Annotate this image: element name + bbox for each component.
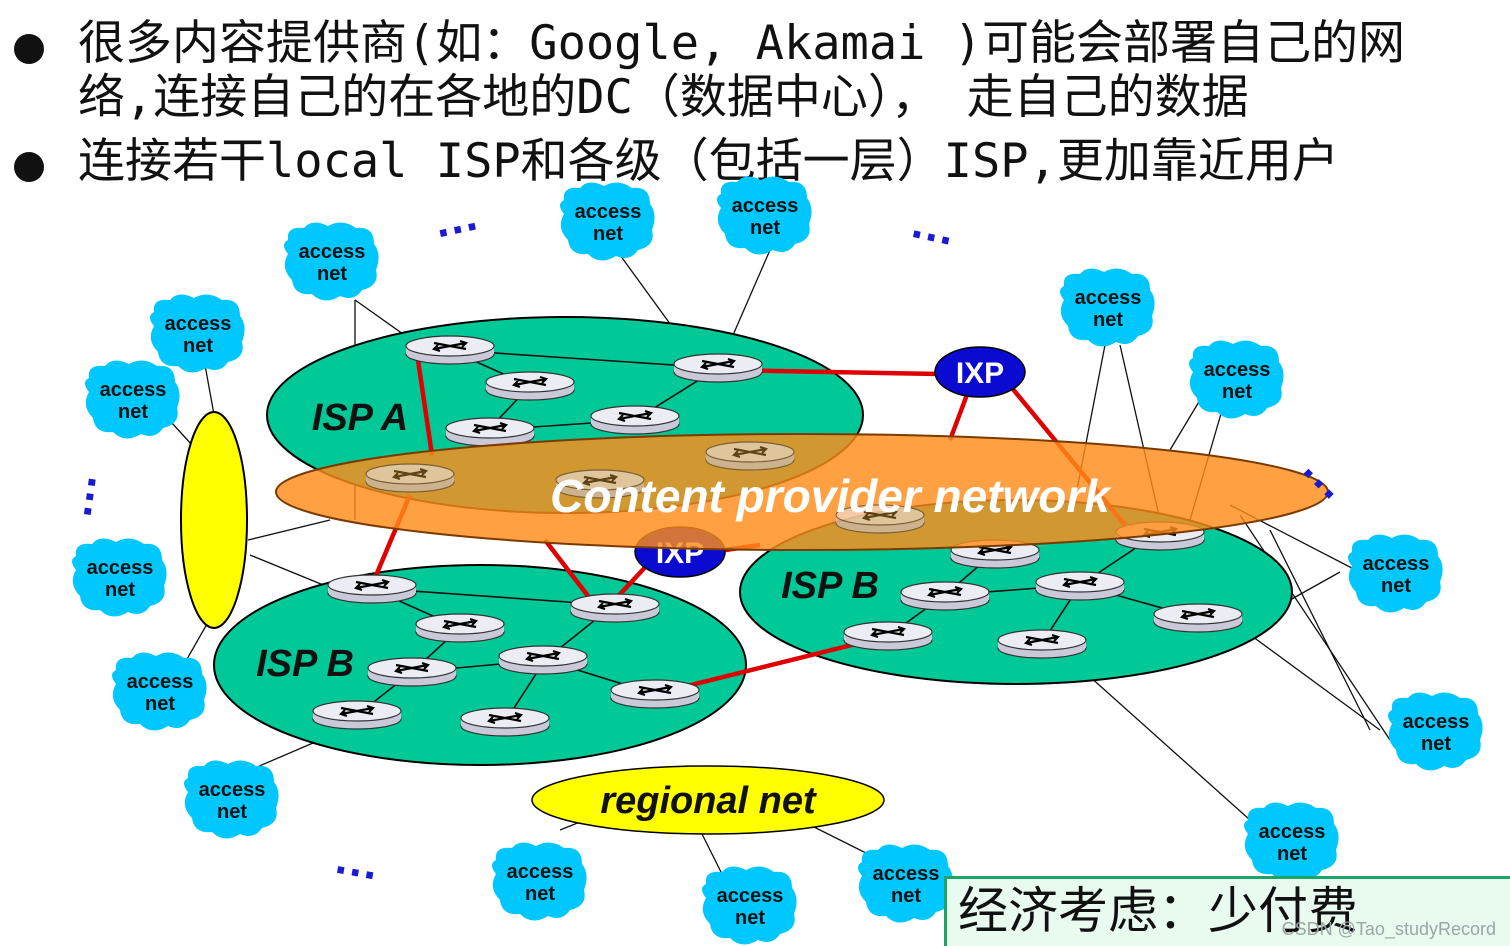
content-provider-label: Content provider network bbox=[550, 470, 1112, 522]
regional-net-left bbox=[180, 411, 248, 629]
access-net-label: net bbox=[525, 883, 555, 905]
router-icon bbox=[569, 592, 661, 624]
router-icon bbox=[996, 628, 1088, 660]
bullet-2-line-1: 连接若干local ISP和各级（包括一层）ISP,更加靠近用户 bbox=[78, 134, 1339, 189]
note-box bbox=[944, 876, 1510, 946]
ellipsis-bottom: … bbox=[330, 831, 384, 890]
access-net-label: access bbox=[717, 885, 784, 907]
access-net-label: net bbox=[593, 223, 623, 245]
ellipsis-top-right: … bbox=[906, 195, 962, 255]
router-icon bbox=[842, 620, 934, 652]
access-net-label: net bbox=[217, 801, 247, 823]
router-icon bbox=[311, 699, 403, 731]
bullet-1-line-1: 很多内容提供商(如：Google, Akamai )可能会部署自己的网 bbox=[78, 16, 1406, 71]
watermark: CSDN @Tao_studyRecord bbox=[1281, 919, 1496, 939]
router-icon bbox=[414, 612, 506, 644]
access-net-label: net bbox=[145, 693, 175, 715]
access-net-label: access bbox=[127, 671, 194, 693]
access-nets: accessnetaccessnetaccessnetaccessnetacce… bbox=[72, 176, 1483, 945]
access-net-label: net bbox=[750, 217, 780, 239]
ellipsis-top-left: … bbox=[427, 187, 483, 247]
router-icon bbox=[459, 706, 551, 738]
router-icon bbox=[497, 644, 589, 676]
access-net-label: access bbox=[1363, 553, 1430, 575]
isp-a-label: ISP A bbox=[312, 397, 408, 439]
note-text: 经济考虑：少付费 bbox=[958, 882, 1358, 940]
access-net-label: access bbox=[873, 863, 940, 885]
access-net-label: net bbox=[1093, 309, 1123, 331]
regional-net-label: regional net bbox=[600, 780, 817, 822]
router-icon bbox=[444, 416, 536, 448]
access-net-label: access bbox=[87, 557, 154, 579]
isp-b-right-label: ISP B bbox=[781, 565, 879, 607]
router-icon bbox=[899, 580, 991, 612]
access-net-label: access bbox=[575, 201, 642, 223]
access-net-label: access bbox=[1403, 711, 1470, 733]
access-net-label: access bbox=[100, 379, 167, 401]
access-net-label: net bbox=[1381, 575, 1411, 597]
bullet-dot bbox=[14, 152, 44, 182]
router-icon bbox=[366, 656, 458, 688]
access-net-label: net bbox=[1222, 381, 1252, 403]
content-provider-network: Content provider network bbox=[275, 433, 1329, 551]
access-net-label: net bbox=[317, 263, 347, 285]
access-net-label: access bbox=[732, 195, 799, 217]
router-icon bbox=[326, 573, 418, 605]
access-net-label: access bbox=[165, 313, 232, 335]
bullet-1-line-2: 络,连接自己的在各地的DC（数据中心）， 走自己的数据 bbox=[78, 70, 1249, 125]
router-icon bbox=[484, 370, 576, 402]
bullet-dot bbox=[14, 34, 44, 64]
router-icon bbox=[1034, 570, 1126, 602]
router-icon bbox=[704, 440, 796, 472]
router-icon bbox=[589, 404, 681, 436]
access-net-label: access bbox=[299, 241, 366, 263]
access-net-label: net bbox=[1421, 733, 1451, 755]
router-icon bbox=[609, 678, 701, 710]
access-net-label: access bbox=[199, 779, 266, 801]
router-icon bbox=[672, 352, 764, 384]
router-icon bbox=[404, 334, 496, 366]
access-net-label: net bbox=[735, 907, 765, 929]
access-net-label: access bbox=[507, 861, 574, 883]
router-icon bbox=[1152, 602, 1244, 634]
access-net-label: net bbox=[105, 579, 135, 601]
ixp-top: IXP bbox=[934, 346, 1026, 398]
access-net-label: net bbox=[1277, 843, 1307, 865]
access-net-label: net bbox=[183, 335, 213, 357]
router-icon bbox=[364, 462, 456, 494]
ixp-top-label: IXP bbox=[956, 357, 1004, 390]
access-net-label: access bbox=[1075, 287, 1142, 309]
access-net-label: net bbox=[118, 401, 148, 423]
isp-b-left-label: ISP B bbox=[256, 643, 354, 685]
access-net-label: net bbox=[891, 885, 921, 907]
regional-net: regional net bbox=[531, 765, 885, 835]
ellipsis-left: … bbox=[48, 469, 106, 522]
access-net-label: access bbox=[1259, 821, 1326, 843]
access-net-label: access bbox=[1204, 359, 1271, 381]
